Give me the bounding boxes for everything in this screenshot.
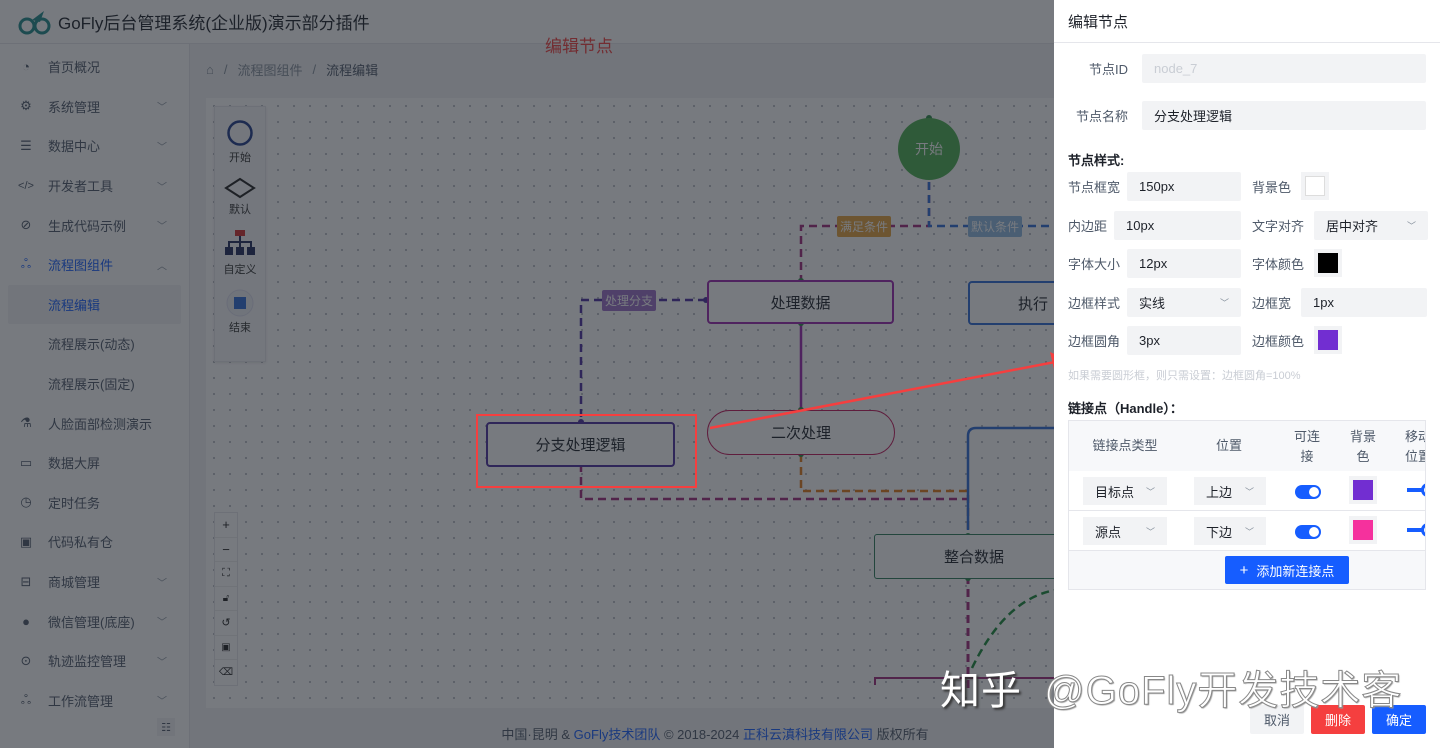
handle-position-select[interactable]: 下边 ﹀	[1194, 517, 1266, 545]
node-id-value: node_7	[1154, 61, 1198, 76]
table-row: 源点 ﹀ 下边 ﹀	[1069, 511, 1425, 551]
handle-color-picker[interactable]	[1349, 476, 1377, 504]
field-label: 文字对齐	[1252, 219, 1305, 234]
field-text-align: 文字对齐 居中对齐 ﹀	[1252, 211, 1429, 240]
chevron-down-icon: ﹀	[1244, 486, 1254, 497]
field-padding: 内边距 10px	[1068, 211, 1242, 240]
table-header: 可连接	[1293, 429, 1320, 464]
field-label: 节点框宽	[1068, 180, 1121, 195]
modal-overlay[interactable]	[0, 0, 1054, 748]
field-label: 节点ID	[1088, 62, 1128, 77]
chevron-down-icon: ﹀	[1145, 526, 1155, 537]
table-header: 背景色	[1349, 429, 1376, 464]
move-slider-icon[interactable]	[1407, 523, 1425, 537]
plus-icon: +	[1239, 561, 1249, 579]
delete-button[interactable]: 删除	[1311, 705, 1365, 734]
text-align-value: 居中对齐	[1326, 219, 1379, 234]
field-bg-color: 背景色	[1252, 172, 1330, 200]
field-label: 节点名称	[1075, 109, 1128, 124]
connectable-toggle[interactable]	[1295, 525, 1321, 539]
border-style-select[interactable]: 实线 ﹀	[1127, 288, 1242, 317]
edit-node-drawer: 编辑节点 节点ID node_7 节点名称 分支处理逻辑 节点样式: 节点框宽 …	[1054, 0, 1440, 748]
padding-value: 10px	[1126, 218, 1155, 233]
watermark: 知乎 @GoFly开发技术客	[940, 658, 1402, 716]
bg-color-picker[interactable]	[1301, 172, 1330, 200]
field-label: 边框颜色	[1252, 333, 1305, 349]
field-label: 背景色	[1252, 179, 1292, 195]
field-label: 内边距	[1068, 219, 1108, 234]
handle-type-value: 目标点	[1095, 484, 1135, 500]
handle-type-value: 源点	[1095, 524, 1122, 540]
field-border-color: 边框颜色	[1252, 326, 1343, 354]
confirm-button[interactable]: 确定	[1372, 705, 1426, 734]
annotation-highlight-box	[476, 414, 697, 488]
drawer-title: 编辑节点	[1054, 0, 1440, 43]
bg-color-swatch	[1305, 176, 1326, 196]
font-size-value: 12px	[1139, 256, 1168, 271]
radius-hint: 如果需要圆形框，则只需设置：边框圆角=100%	[1068, 370, 1301, 382]
chevron-down-icon: ﹀	[1220, 298, 1230, 308]
text-align-select[interactable]: 居中对齐 ﹀	[1314, 211, 1429, 240]
watermark-platform: 知乎	[940, 669, 1022, 713]
border-width-input[interactable]: 1px	[1301, 288, 1428, 317]
field-border-radius: 边框圆角 3px	[1068, 326, 1242, 355]
field-font-size: 字体大小 12px	[1068, 249, 1242, 278]
padding-input[interactable]: 10px	[1114, 211, 1242, 240]
add-handle-label: 添加新连接点	[1256, 563, 1335, 579]
field-label: 边框样式	[1068, 296, 1121, 311]
chevron-down-icon: ﹀	[1244, 526, 1254, 537]
node-width-input[interactable]: 150px	[1127, 172, 1242, 201]
node-name-input[interactable]: 分支处理逻辑	[1142, 101, 1426, 130]
add-handle-button[interactable]: + 添加新连接点	[1225, 556, 1349, 584]
chevron-down-icon: ﹀	[1407, 221, 1417, 231]
field-label: 字体颜色	[1252, 256, 1305, 272]
table-header: 位置	[1215, 438, 1242, 453]
field-node-id: 节点ID node_7	[1068, 54, 1426, 83]
style-section-title: 节点样式:	[1068, 153, 1125, 168]
field-border-style: 边框样式 实线 ﹀	[1068, 288, 1242, 317]
handle-position-select[interactable]: 上边 ﹀	[1194, 477, 1266, 505]
chevron-down-icon: ﹀	[1145, 486, 1155, 497]
node-id-input[interactable]: node_7	[1142, 54, 1426, 83]
table-row: 目标点 ﹀ 上边 ﹀	[1069, 471, 1425, 511]
field-label: 边框宽	[1252, 296, 1292, 311]
border-radius-value: 3px	[1139, 333, 1160, 348]
font-color-picker[interactable]	[1314, 249, 1343, 277]
handle-table: 链接点类型 位置 可连接 背景色 移动位置 目标点 ﹀ 上边 ﹀ 源点 ﹀ 下边 ﹀ +…	[1068, 420, 1426, 590]
handle-section-title: 链接点（Handle）：	[1068, 401, 1183, 416]
border-width-value: 1px	[1313, 295, 1334, 310]
field-width: 节点框宽 150px	[1068, 172, 1242, 201]
connectable-toggle[interactable]	[1295, 485, 1321, 499]
field-border-width: 边框宽 1px	[1252, 288, 1428, 317]
handle-color-picker[interactable]	[1349, 516, 1377, 544]
border-style-value: 实线	[1139, 296, 1166, 311]
handle-type-select[interactable]: 目标点 ﹀	[1083, 477, 1167, 505]
font-size-input[interactable]: 12px	[1127, 249, 1242, 278]
field-font-color: 字体颜色	[1252, 249, 1343, 277]
handle-color-swatch	[1353, 520, 1373, 540]
table-header: 移动位置	[1405, 429, 1425, 464]
handle-position-value: 下边	[1206, 524, 1233, 540]
watermark-author: @GoFly开发技术客	[1044, 669, 1403, 714]
node-width-value: 150px	[1139, 179, 1175, 194]
field-node-name: 节点名称 分支处理逻辑	[1068, 101, 1426, 130]
border-color-picker[interactable]	[1314, 326, 1343, 354]
move-slider-icon[interactable]	[1407, 483, 1425, 497]
field-label: 边框圆角	[1068, 334, 1121, 349]
cancel-button[interactable]: 取消	[1250, 705, 1304, 734]
handle-position-value: 上边	[1206, 484, 1233, 500]
handle-color-swatch	[1353, 480, 1373, 500]
table-header: 链接点类型	[1092, 438, 1158, 453]
border-color-swatch	[1318, 330, 1339, 350]
node-name-value: 分支处理逻辑	[1154, 109, 1233, 124]
field-label: 字体大小	[1068, 257, 1121, 272]
font-color-swatch	[1318, 253, 1339, 273]
handle-type-select[interactable]: 源点 ﹀	[1083, 517, 1167, 545]
border-radius-input[interactable]: 3px	[1127, 326, 1242, 355]
